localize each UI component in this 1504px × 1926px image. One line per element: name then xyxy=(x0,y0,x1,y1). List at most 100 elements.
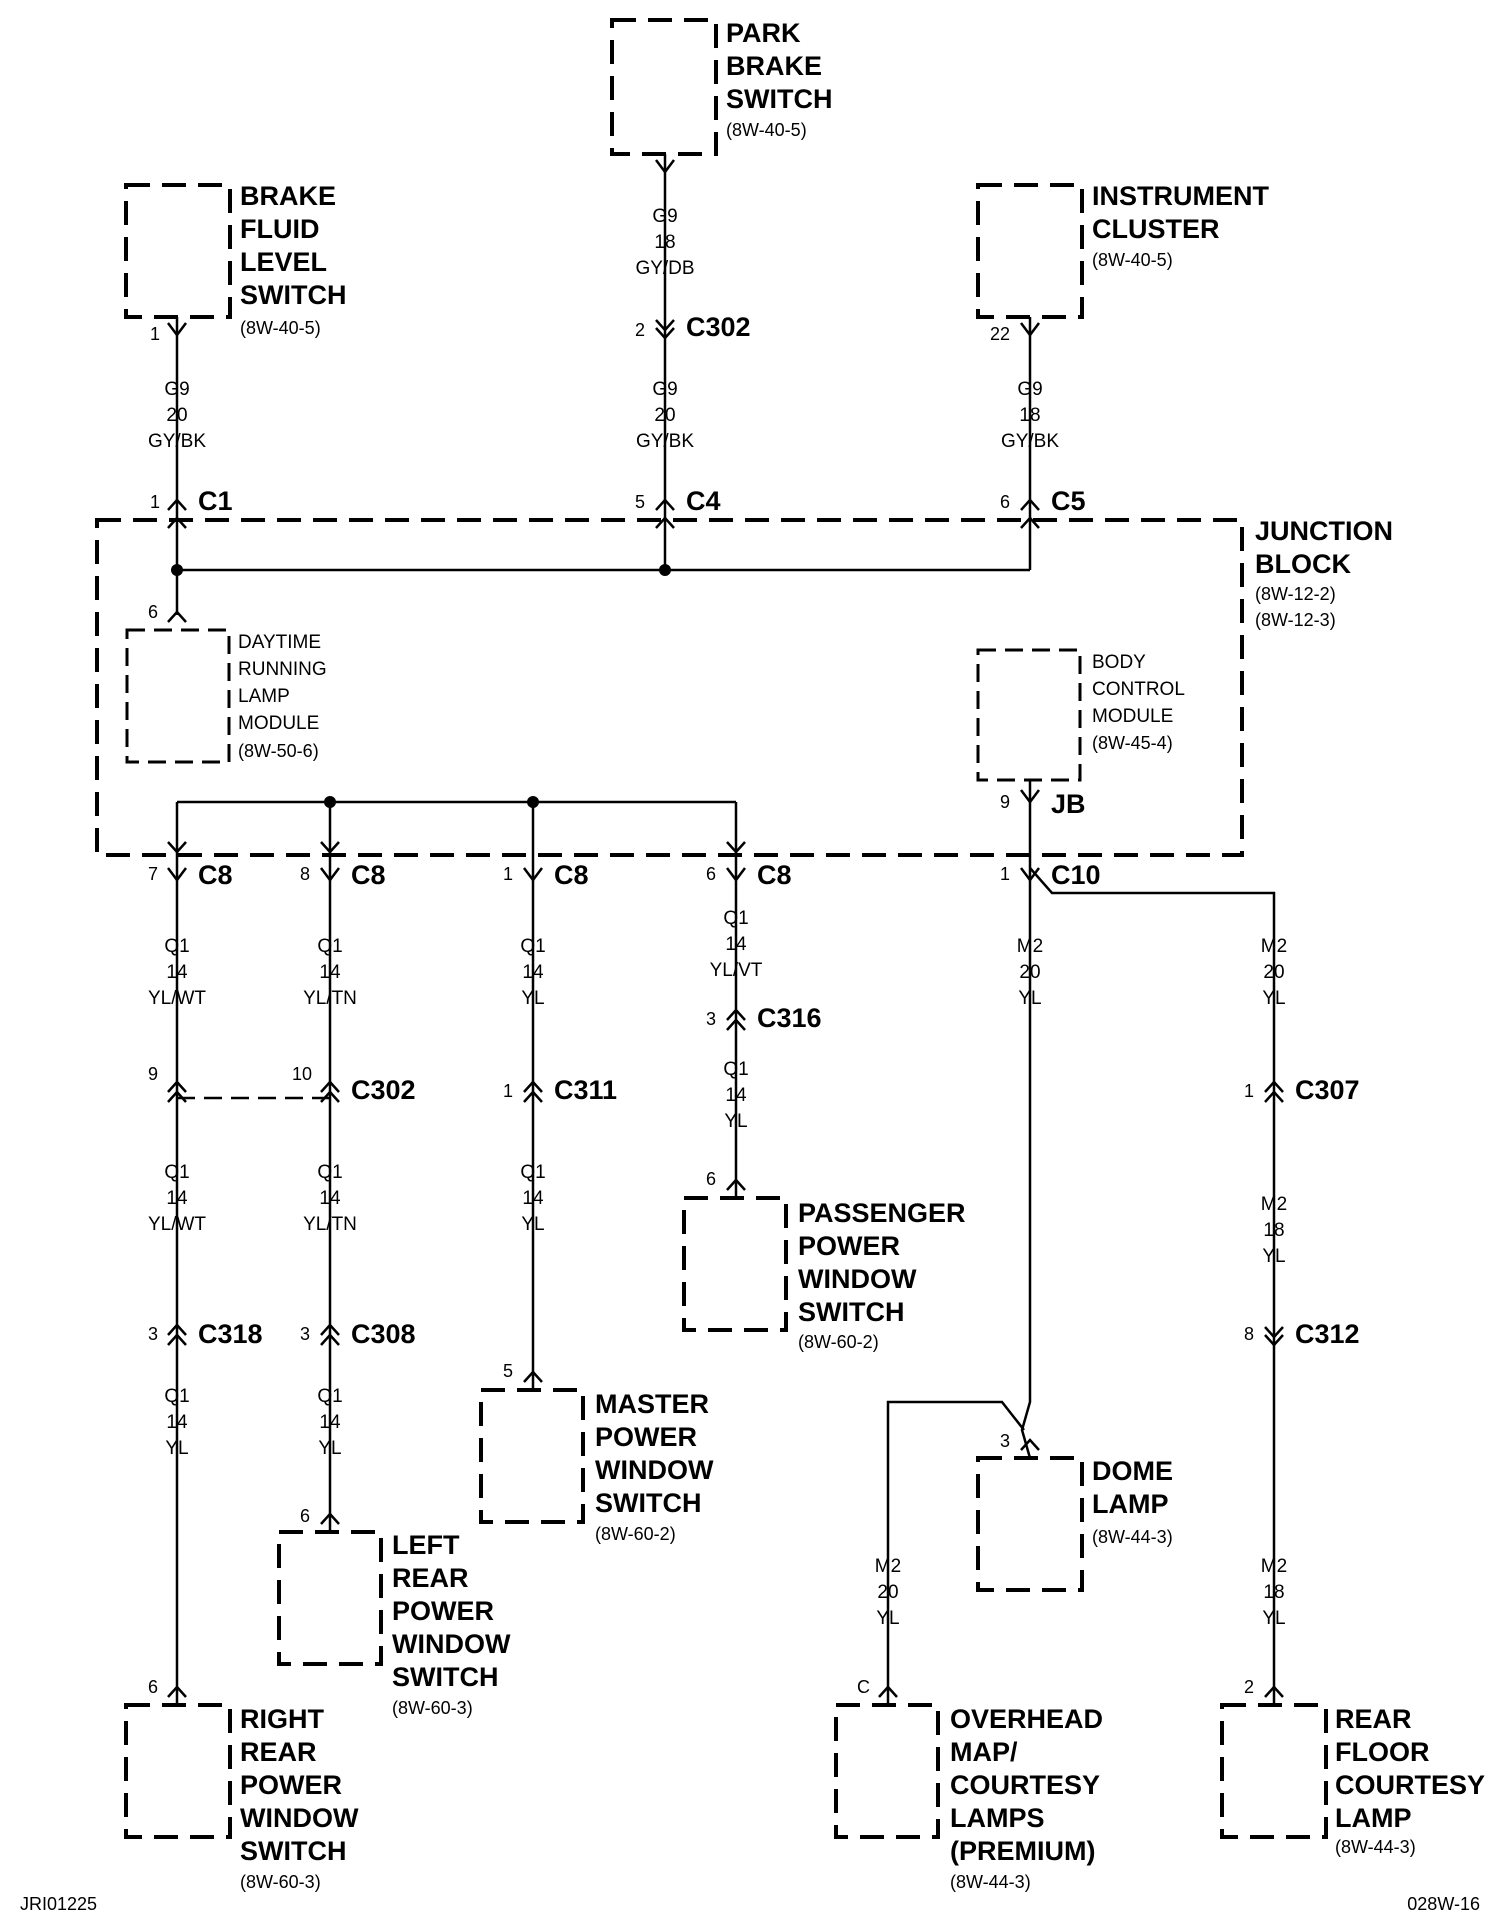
svg-text:INSTRUMENT: INSTRUMENT xyxy=(1092,181,1269,211)
svg-text:(8W-60-3): (8W-60-3) xyxy=(392,1698,473,1718)
svg-text:20: 20 xyxy=(877,1582,898,1603)
connector-symbol xyxy=(167,322,187,338)
wire-label-q-a2: Q1 14 YL/WT xyxy=(148,1162,206,1235)
svg-text:Q1: Q1 xyxy=(520,936,545,957)
svg-text:FLUID: FLUID xyxy=(240,214,319,244)
connector-symbol xyxy=(523,1370,543,1383)
svg-text:SWITCH: SWITCH xyxy=(798,1297,904,1327)
wire-label-q-d2: Q1 14 YL xyxy=(723,1059,748,1132)
dome-lamp-box xyxy=(976,1456,1084,1592)
wire-label-ic: G9 18 GY/BK xyxy=(1001,379,1059,452)
instrument-cluster-box xyxy=(976,183,1084,319)
connector-symbol xyxy=(1020,322,1040,338)
svg-text:YL: YL xyxy=(521,988,544,1009)
svg-text:14: 14 xyxy=(166,1188,188,1209)
svg-text:MAP/: MAP/ xyxy=(950,1737,1018,1767)
svg-text:GY/DB: GY/DB xyxy=(635,258,694,279)
svg-text:REAR: REAR xyxy=(1335,1704,1412,1734)
connector-symbol xyxy=(1020,867,1040,883)
svg-text:(8W-40-5): (8W-40-5) xyxy=(1092,250,1173,270)
wire-label-pb-below: G9 20 GY/BK xyxy=(636,379,694,452)
svg-text:LAMPS: LAMPS xyxy=(950,1803,1045,1833)
footer-right: 028W-16 xyxy=(1407,1894,1480,1914)
svg-text:GY/BK: GY/BK xyxy=(636,431,694,452)
svg-text:Q1: Q1 xyxy=(317,1386,342,1407)
pin-number: 6 xyxy=(148,1677,158,1697)
pin-number: 6 xyxy=(300,1506,310,1526)
pin-number: 5 xyxy=(635,492,645,512)
svg-text:FLOOR: FLOOR xyxy=(1335,1737,1430,1767)
connector-symbol xyxy=(167,498,187,529)
right-rear-window-switch-box xyxy=(124,1703,232,1839)
connector-c307: C307 xyxy=(1295,1075,1360,1105)
svg-text:PARK: PARK xyxy=(726,18,801,48)
svg-text:WINDOW: WINDOW xyxy=(392,1629,511,1659)
svg-text:Q1: Q1 xyxy=(317,936,342,957)
svg-text:LAMP: LAMP xyxy=(238,686,290,707)
wire-label-q-a1: Q1 14 YL/WT xyxy=(148,936,206,1009)
svg-text:(8W-60-2): (8W-60-2) xyxy=(595,1524,676,1544)
pin-number: 2 xyxy=(635,320,645,340)
svg-text:M2: M2 xyxy=(1261,936,1287,957)
svg-text:YL: YL xyxy=(724,1111,747,1132)
junction-block-label: JUNCTION BLOCK (8W-12-2) (8W-12-3) xyxy=(1255,516,1393,630)
svg-text:20: 20 xyxy=(1019,962,1040,983)
svg-text:YL: YL xyxy=(1262,1246,1285,1267)
svg-text:SWITCH: SWITCH xyxy=(240,280,346,310)
svg-text:Q1: Q1 xyxy=(723,908,748,929)
master-window-switch-box xyxy=(479,1388,585,1524)
svg-text:LAMP: LAMP xyxy=(1335,1803,1412,1833)
wire-label-q-a3: Q1 14 YL xyxy=(164,1386,189,1459)
svg-text:YL: YL xyxy=(1262,988,1285,1009)
svg-text:20: 20 xyxy=(654,405,675,426)
svg-text:WINDOW: WINDOW xyxy=(798,1264,917,1294)
svg-text:YL/WT: YL/WT xyxy=(148,988,206,1009)
svg-text:M2: M2 xyxy=(875,1556,901,1577)
splice-dot xyxy=(659,564,671,576)
svg-text:COURTESY: COURTESY xyxy=(950,1770,1100,1800)
connector-symbol xyxy=(167,610,187,623)
pin-number: 3 xyxy=(1000,1431,1010,1451)
connector-symbol xyxy=(320,1080,340,1103)
svg-text:14: 14 xyxy=(166,962,188,983)
dome-lamp-label: DOME LAMP (8W-44-3) xyxy=(1092,1456,1173,1547)
svg-text:DAYTIME: DAYTIME xyxy=(238,632,321,653)
svg-text:POWER: POWER xyxy=(392,1596,494,1626)
pin-number: 2 xyxy=(1244,1677,1254,1697)
pin-number: 3 xyxy=(706,1009,716,1029)
pin-number: 22 xyxy=(990,324,1010,344)
connector-symbol xyxy=(167,1080,187,1103)
pin-number: 1 xyxy=(1244,1081,1254,1101)
svg-text:JUNCTION: JUNCTION xyxy=(1255,516,1393,546)
connector-c311: C311 xyxy=(554,1075,617,1105)
pin-number: 9 xyxy=(148,1064,158,1084)
connector-c318: C318 xyxy=(198,1319,263,1349)
svg-text:(PREMIUM): (PREMIUM) xyxy=(950,1836,1095,1866)
left-rear-window-label: LEFT REAR POWER WINDOW SWITCH (8W-60-3) xyxy=(392,1530,511,1718)
svg-text:18: 18 xyxy=(1263,1220,1284,1241)
svg-text:(8W-60-2): (8W-60-2) xyxy=(798,1332,879,1352)
passenger-window-switch-box xyxy=(682,1196,788,1332)
svg-text:(8W-44-3): (8W-44-3) xyxy=(1092,1527,1173,1547)
svg-text:YL: YL xyxy=(165,1438,188,1459)
passenger-window-label: PASSENGER POWER WINDOW SWITCH (8W-60-2) xyxy=(798,1198,966,1352)
svg-text:20: 20 xyxy=(166,405,187,426)
splice-dot xyxy=(171,564,183,576)
svg-text:YL: YL xyxy=(521,1214,544,1235)
pin-number: 6 xyxy=(706,864,716,884)
svg-text:18: 18 xyxy=(654,232,675,253)
connector-symbol xyxy=(1020,1438,1040,1451)
connector-c312: C312 xyxy=(1295,1319,1360,1349)
wire-label-q-d1: Q1 14 YL/VT xyxy=(710,908,763,981)
svg-text:M2: M2 xyxy=(1261,1556,1287,1577)
pin-number: 3 xyxy=(300,1324,310,1344)
svg-text:G9: G9 xyxy=(652,206,677,227)
svg-text:YL: YL xyxy=(318,1438,341,1459)
wire-label-q-c1: Q1 14 YL xyxy=(520,936,545,1009)
svg-text:LEFT: LEFT xyxy=(392,1530,460,1560)
wire-label-bf: G9 20 GY/BK xyxy=(148,379,206,452)
connector-symbol xyxy=(655,498,675,529)
svg-text:RUNNING: RUNNING xyxy=(238,659,327,680)
pin-number: 1 xyxy=(503,864,513,884)
wire-label-q-c2: Q1 14 YL xyxy=(520,1162,545,1235)
